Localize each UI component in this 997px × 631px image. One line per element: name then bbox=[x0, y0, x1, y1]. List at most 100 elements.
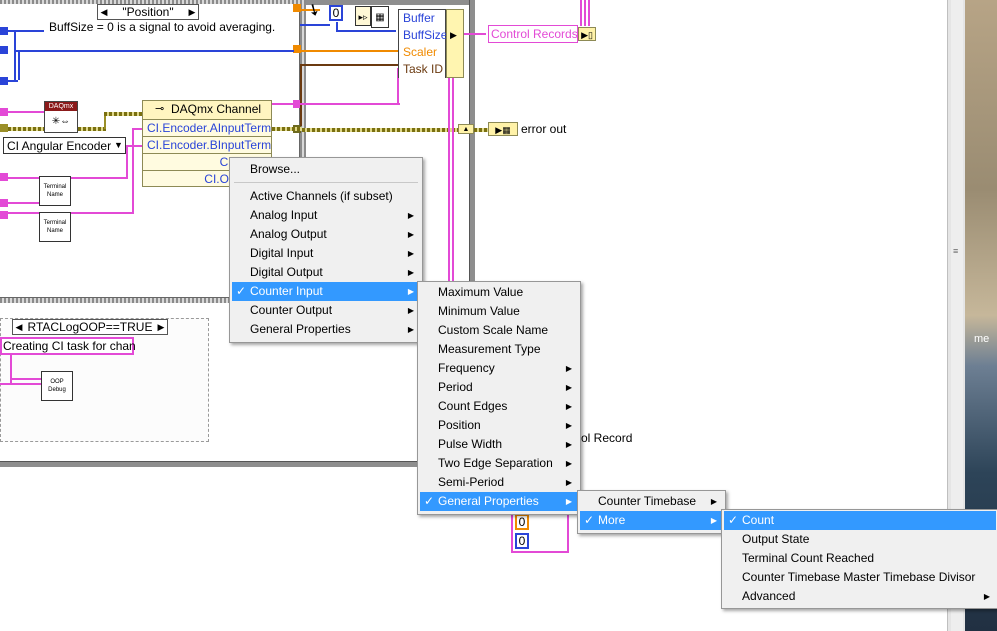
menu2-item[interactable]: Custom Scale Name bbox=[438, 323, 549, 337]
submenu-arrow-icon: ▶ bbox=[565, 364, 572, 373]
wire bbox=[132, 128, 134, 212]
wire bbox=[18, 50, 20, 80]
buffsize-comment: BuffSize = 0 is a signal to avoid averag… bbox=[49, 20, 276, 34]
case-tunnel-1 bbox=[0, 27, 8, 35]
property-node-icon: ⊸ bbox=[155, 103, 165, 115]
wire bbox=[302, 64, 398, 66]
menu2-item[interactable]: Maximum Value bbox=[438, 285, 524, 299]
menu3-item-selected[interactable]: ✓More▶ bbox=[580, 511, 723, 530]
wire bbox=[300, 64, 302, 126]
wire bbox=[104, 112, 142, 116]
menu2-item[interactable]: Two Edge Separation▶ bbox=[420, 454, 578, 473]
rtac-prev-icon[interactable]: ◀ bbox=[15, 322, 23, 332]
wire bbox=[272, 103, 294, 105]
error-out-label: error out bbox=[521, 122, 567, 136]
rtac-case-selector[interactable]: ◀ RTACLogOOP==TRUE ▶ bbox=[12, 319, 168, 335]
case-prev-icon[interactable]: ◀ bbox=[100, 7, 108, 17]
menu1-item[interactable]: Analog Input▶ bbox=[232, 206, 420, 225]
outer-structure-inner-border bbox=[0, 0, 470, 462]
submenu-arrow-icon: ▶ bbox=[565, 478, 572, 487]
menu4-item[interactable]: Terminal Count Reached bbox=[742, 551, 875, 565]
case-selector-label: "Position" bbox=[122, 5, 174, 19]
menu4-item[interactable]: Advanced▶ bbox=[724, 587, 996, 606]
encoder-type-label: CI Angular Encoder bbox=[7, 139, 112, 153]
menu2-item[interactable]: Measurement Type bbox=[438, 342, 541, 356]
property-row-ainputterm[interactable]: CI.Encoder.AInputTerm bbox=[143, 119, 271, 137]
wire bbox=[300, 9, 320, 11]
menu2-item[interactable]: Minimum Value bbox=[438, 304, 520, 318]
submenu-arrow-icon: ▶ bbox=[407, 268, 414, 277]
menu2-item-selected[interactable]: ✓General Properties▶ bbox=[420, 492, 578, 511]
chevron-down-icon[interactable]: ▼ bbox=[114, 140, 123, 150]
menu2-item[interactable]: Position▶ bbox=[420, 416, 578, 435]
terminal-name-constant-1[interactable]: Terminal Name bbox=[39, 176, 71, 206]
menu1-item-selected[interactable]: ✓Counter Input▶ bbox=[232, 282, 420, 301]
numeric-constant[interactable]: 0 bbox=[329, 5, 343, 21]
control-records-terminal-icon: ▶▯ bbox=[578, 27, 596, 41]
submenu-arrow-icon: ▶ bbox=[983, 592, 990, 601]
case-selector[interactable]: ◀ "Position" ▶ bbox=[97, 4, 199, 20]
numeric-array-frame bbox=[511, 510, 569, 553]
menu4-item[interactable]: Counter Timebase Master Timebase Divisor bbox=[742, 570, 976, 584]
case-out-tunnel-1 bbox=[293, 4, 301, 12]
case-tunnel-4 bbox=[0, 108, 8, 116]
menu3-item[interactable]: Counter Timebase▶ bbox=[580, 492, 723, 511]
menu2-item[interactable]: Semi-Period▶ bbox=[420, 473, 578, 492]
menu1-item[interactable]: General Properties▶ bbox=[232, 320, 420, 339]
error-out-terminal-icon[interactable]: ▶▦ bbox=[488, 122, 518, 136]
wire bbox=[8, 111, 48, 113]
window-scrollbar[interactable] bbox=[951, 0, 963, 631]
encoder-type-ring[interactable]: CI Angular Encoder ▼ bbox=[3, 137, 126, 154]
check-icon: ✓ bbox=[728, 513, 739, 527]
terminal-name-constant-2[interactable]: Terminal Name bbox=[39, 212, 71, 242]
rtac-next-icon[interactable]: ▶ bbox=[157, 322, 165, 332]
submenu-arrow-icon: ▶ bbox=[565, 459, 572, 468]
submenu-arrow-icon: ▶ bbox=[565, 402, 572, 411]
case-next-icon[interactable]: ▶ bbox=[188, 7, 196, 17]
menu1-item[interactable]: Analog Output▶ bbox=[232, 225, 420, 244]
menu2-item[interactable]: Frequency▶ bbox=[420, 359, 578, 378]
wire bbox=[8, 212, 134, 214]
control-records-label: Control Records bbox=[491, 27, 578, 41]
daqmx-create-channel-node[interactable]: DAQmx ✳⇔ bbox=[44, 101, 78, 133]
submenu-arrow-icon: ▶ bbox=[407, 325, 414, 334]
control-records-indicator[interactable]: Control Records bbox=[488, 25, 578, 43]
submenu-arrow-icon: ▶ bbox=[407, 287, 414, 296]
case-tunnel-6 bbox=[0, 173, 8, 181]
bundle-by-name-node[interactable]: Buffer BuffSize Scaler Task ID bbox=[398, 9, 447, 78]
menu1-item[interactable]: Browse... bbox=[250, 162, 301, 176]
wire bbox=[397, 68, 399, 105]
menu1-item[interactable]: Counter Output▶ bbox=[232, 301, 420, 320]
submenu-arrow-icon: ▶ bbox=[565, 421, 572, 430]
menu1-item[interactable]: Digital Output▶ bbox=[232, 263, 420, 282]
case-out-tunnel-4 bbox=[293, 100, 301, 108]
rtac-selector-label: RTACLogOOP==TRUE bbox=[27, 320, 153, 334]
wire bbox=[452, 78, 454, 288]
bundle-row-buffer: Buffer bbox=[399, 10, 445, 28]
property-row-binputterm[interactable]: CI.Encoder.BInputTerm bbox=[143, 136, 271, 154]
scroll-grip-icon[interactable]: ≡ bbox=[953, 246, 959, 256]
wire bbox=[104, 113, 106, 129]
wire bbox=[0, 383, 42, 385]
case-tunnel-3 bbox=[0, 77, 8, 85]
bundle-row-taskid: Task ID bbox=[399, 61, 445, 78]
build-array-icon[interactable]: ▦ bbox=[371, 6, 389, 28]
menu1-item[interactable]: Digital Input▶ bbox=[232, 244, 420, 263]
wire bbox=[132, 128, 144, 130]
select-node-icon[interactable]: ▸▹ bbox=[355, 6, 371, 26]
submenu-arrow-icon: ▶ bbox=[565, 383, 572, 392]
menu4-item-selected[interactable]: ✓Count bbox=[724, 511, 996, 530]
desktop-text: me bbox=[974, 333, 990, 345]
menu2-item[interactable]: Period▶ bbox=[420, 378, 578, 397]
menu2-item[interactable]: Count Edges▶ bbox=[420, 397, 578, 416]
menu4-item[interactable]: Output State bbox=[742, 532, 810, 546]
creating-task-string-text: Creating CI task for chan bbox=[3, 339, 136, 353]
menu2-item[interactable]: Pulse Width▶ bbox=[420, 435, 578, 454]
wire bbox=[580, 0, 582, 26]
submenu-arrow-icon: ▶ bbox=[710, 497, 717, 506]
submenu-arrow-icon: ▶ bbox=[565, 440, 572, 449]
menu1-item[interactable]: Active Channels (if subset) bbox=[250, 189, 393, 203]
oop-debug-subvi[interactable]: OOP Debug bbox=[41, 371, 73, 401]
context-menu-more: ✓Count Output State Terminal Count Reach… bbox=[721, 509, 997, 609]
creating-task-string-constant[interactable]: Creating CI task for chan bbox=[0, 337, 136, 355]
